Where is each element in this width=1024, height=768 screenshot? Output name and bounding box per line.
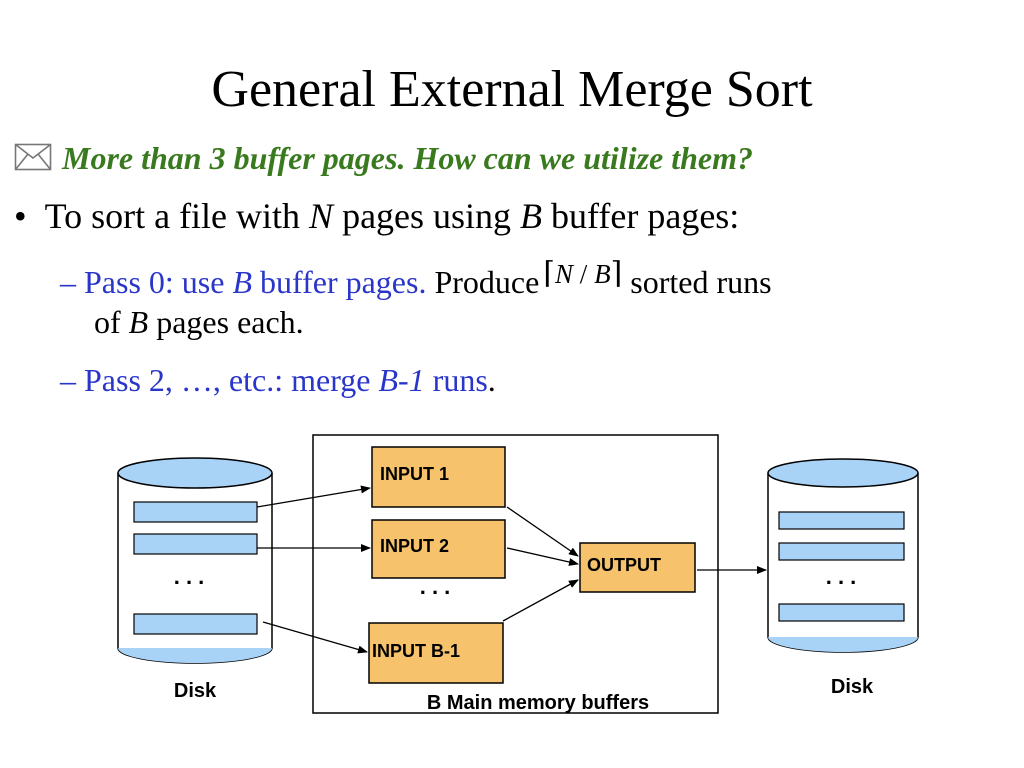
ceil-left: ⌈	[543, 257, 556, 290]
pass0-line2: of B pages each.	[94, 302, 304, 342]
pass2-bm1: B-1	[378, 362, 425, 398]
pass0-line2-suffix: pages each.	[148, 304, 304, 340]
input-buffer-2	[371, 519, 506, 579]
ceil-b: B	[594, 259, 611, 289]
arrow-input-b-1-to-output	[502, 579, 579, 622]
right-disk-label: Disk	[831, 676, 874, 698]
pass2-tail: runs	[424, 362, 488, 398]
buffers-ellipsis: . . .	[420, 574, 451, 599]
bullet-prefix: To sort a file with	[44, 196, 310, 236]
pass0-dash: –	[60, 264, 84, 300]
ceil-n: N	[555, 259, 574, 289]
pass0-lead: Pass 0: use	[84, 264, 233, 300]
input-buffer-b-1-label: INPUT B-1	[372, 641, 460, 661]
pass0-tail: buffer pages.	[252, 264, 427, 300]
pass2-period: .	[487, 362, 496, 398]
subtitle-line: More than 3 buffer pages. How can we uti…	[14, 138, 753, 178]
ceil-slash: /	[573, 259, 595, 289]
output-buffer-label: OUTPUT	[587, 555, 661, 575]
pass0-line2-prefix: of	[94, 304, 129, 340]
pass0-line2-b: B	[128, 304, 149, 340]
disk-page	[133, 533, 258, 555]
pass0-after: sorted runs	[630, 264, 772, 300]
pass2-lead: Pass 2, …, etc.: merge	[84, 362, 379, 398]
arrow-disk-to-input-b-1	[262, 621, 368, 654]
arrow-input-1-to-output	[506, 506, 579, 557]
bullet-n: N	[309, 196, 334, 236]
ceiling-formula: ⌈N / B⌉	[543, 257, 623, 290]
pass0-b: B	[232, 264, 252, 300]
input-buffer-1-label: INPUT 1	[380, 464, 449, 484]
disk-page	[778, 511, 905, 530]
disk-page	[133, 613, 258, 635]
disk-page	[133, 501, 258, 523]
bullet-suffix: buffer pages:	[542, 196, 740, 236]
left-disk	[117, 457, 273, 664]
envelope-icon	[14, 143, 52, 171]
right-disk	[767, 458, 919, 653]
input-buffer-2-label: INPUT 2	[380, 536, 449, 556]
disk-page	[778, 603, 905, 622]
right-disk-ellipsis: . . .	[826, 564, 857, 589]
output-buffer	[579, 542, 696, 593]
arrow-disk-to-input-1	[256, 485, 371, 508]
pass0-line1: – Pass 0: use B buffer pages. Produce⌈N …	[60, 254, 772, 302]
bullet-sort-file: • To sort a file with N pages using B bu…	[14, 194, 739, 238]
bullet-middle: pages using	[333, 196, 521, 236]
left-disk-ellipsis: . . .	[174, 564, 205, 589]
arrow-input-2-to-output	[506, 547, 579, 566]
input-buffer-b-1	[368, 622, 504, 684]
slide-title: General External Merge Sort	[211, 61, 813, 118]
memory-buffers-label: B Main memory buffers	[427, 692, 649, 714]
pass2-line: – Pass 2, …, etc.: merge B-1 runs.	[60, 360, 496, 400]
ceil-right: ⌉	[610, 257, 623, 290]
pass2-dash: –	[60, 362, 84, 398]
bullet-b: B	[520, 196, 543, 236]
pass0-produce: Produce	[426, 264, 540, 300]
disk-page	[778, 542, 905, 561]
left-disk-label: Disk	[174, 680, 217, 702]
bullet-dot: •	[14, 196, 45, 236]
subtitle-text: More than 3 buffer pages. How can we uti…	[62, 140, 754, 176]
input-buffer-1	[371, 446, 506, 508]
